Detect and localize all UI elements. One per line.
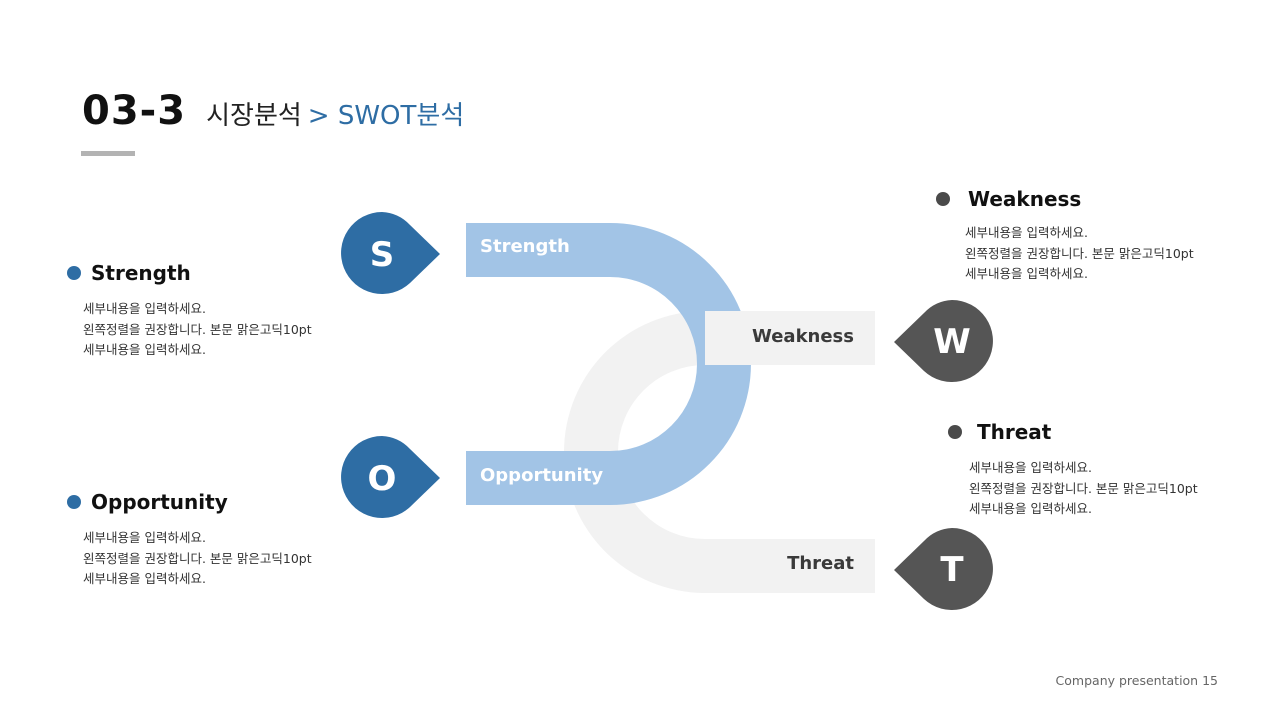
weakness-line-1: 세부내용을 입력하세요. [965,225,1088,240]
strength-info: Strength 세부내용을 입력하세요. 왼쪽정렬을 권장합니다. 본문 맑은… [67,261,312,361]
header-underline [81,151,135,156]
section-subtitle: > SWOT분석 [307,101,465,131]
threat-info: Threat 세부내용을 입력하세요. 왼쪽정렬을 권장합니다. 본문 맑은고딕… [948,420,1198,520]
t-badge-letter: T [940,550,964,590]
strength-line-1: 세부내용을 입력하세요. [83,301,206,316]
opportunity-title: Opportunity [91,490,228,514]
w-badge-letter: W [933,322,971,362]
o-badge-letter: O [367,459,397,499]
t-badge [894,528,993,610]
threat-line-3: 세부내용을 입력하세요. [969,501,1092,516]
opportunity-band-label: Opportunity [480,465,604,486]
weakness-title: Weakness [968,187,1082,211]
opportunity-line-2: 왼쪽정렬을 권장합니다. 본문 맑은고딕10pt [83,550,312,566]
slide-header: 03-3 시장분석 > SWOT분석 [82,88,464,134]
strength-bullet-icon [67,266,81,280]
opportunity-info: Opportunity 세부내용을 입력하세요. 왼쪽정렬을 권장합니다. 본문… [67,490,312,590]
weakness-info: Weakness 세부내용을 입력하세요. 왼쪽정렬을 권장합니다. 본문 맑은… [936,187,1194,285]
o-badge [341,436,440,518]
threat-title: Threat [977,420,1052,444]
opportunity-line-3: 세부내용을 입력하세요. [83,571,206,586]
opportunity-line-1: 세부내용을 입력하세요. [83,530,206,545]
weakness-threat-band [564,311,875,593]
s-badge [341,212,440,294]
threat-line-2: 왼쪽정렬을 권장합니다. 본문 맑은고딕10pt [969,480,1198,496]
opportunity-bullet-icon [67,495,81,509]
strength-line-3: 세부내용을 입력하세요. [83,342,206,357]
strength-title: Strength [91,261,191,285]
section-title: 시장분석 [206,101,302,131]
s-badge-letter: S [369,235,395,275]
page-footer: Company presentation 15 [1055,673,1218,688]
strength-opportunity-band [466,223,751,505]
w-badge [894,300,993,382]
threat-bullet-icon [948,425,962,439]
weakness-band-label: Weakness [752,326,854,347]
weakness-line-3: 세부내용을 입력하세요. [965,266,1088,281]
weakness-line-2: 왼쪽정렬을 권장합니다. 본문 맑은고딕10pt [965,245,1194,261]
strength-band-label: Strength [480,236,570,257]
weakness-bullet-icon [936,192,950,206]
weakness-band-arm [705,311,875,365]
threat-line-1: 세부내용을 입력하세요. [969,460,1092,475]
strength-line-2: 왼쪽정렬을 권장합니다. 본문 맑은고딕10pt [83,321,312,337]
section-number: 03-3 [82,88,187,134]
threat-band-label: Threat [787,553,854,574]
